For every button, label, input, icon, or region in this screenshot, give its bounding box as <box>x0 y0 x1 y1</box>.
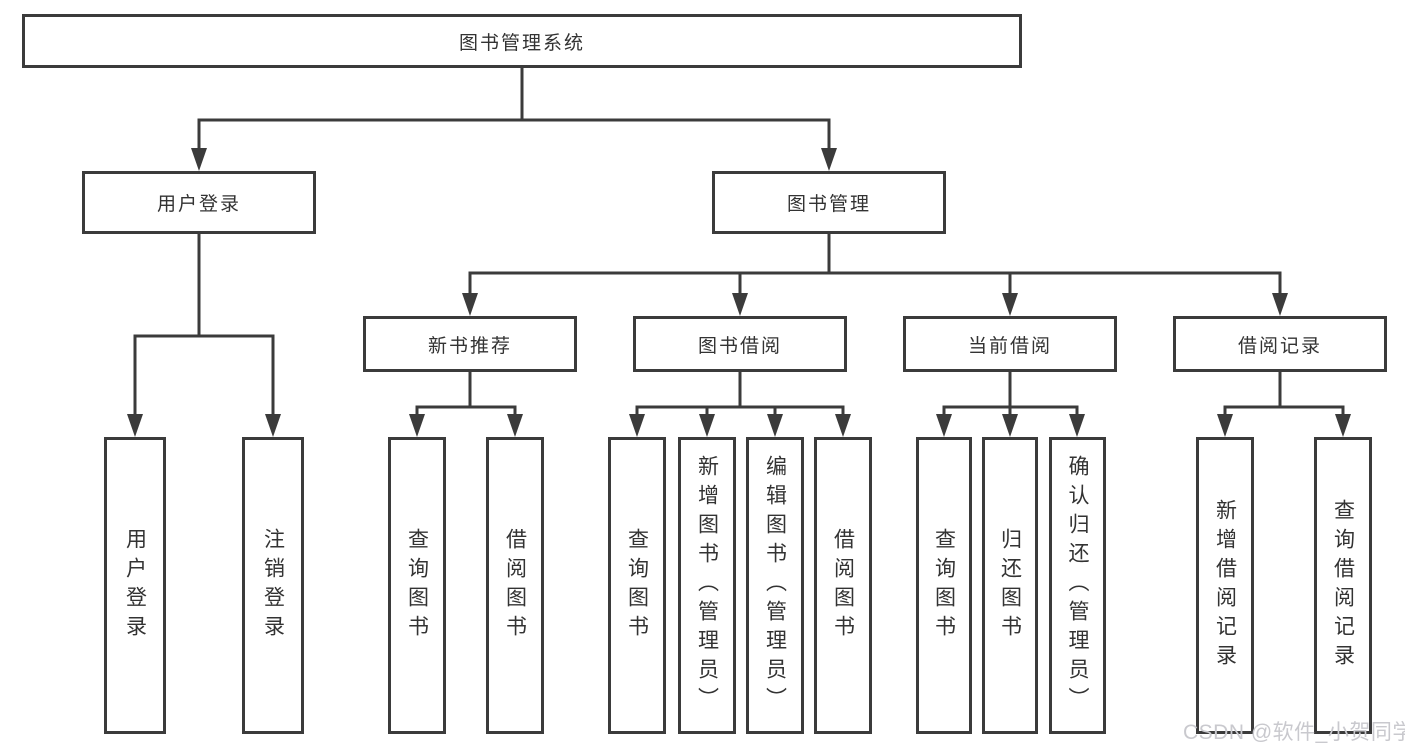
node-new-book-recommendation: 新书推荐 <box>363 316 577 372</box>
leaf-add-books-admin: 新增图书（管理员） <box>678 437 736 734</box>
csdn-watermark: CSDN @软件_小贺同学 <box>1183 721 1405 744</box>
node-current-borrowing: 当前借阅 <box>903 316 1117 372</box>
node-borrowing-records: 借阅记录 <box>1173 316 1387 372</box>
leaf-query-books-current: 查询图书 <box>916 437 972 734</box>
node-book-borrowing: 图书借阅 <box>633 316 847 372</box>
node-book-management: 图书管理 <box>712 171 946 234</box>
node-user-login: 用户登录 <box>82 171 316 234</box>
leaf-logout: 注销登录 <box>242 437 304 734</box>
node-root-book-management-system: 图书管理系统 <box>22 14 1022 68</box>
leaf-query-books-recommendation: 查询图书 <box>388 437 446 734</box>
leaf-query-books-borrowing: 查询图书 <box>608 437 666 734</box>
leaf-return-books: 归还图书 <box>982 437 1038 734</box>
leaf-add-borrow-record: 新增借阅记录 <box>1196 437 1254 734</box>
leaf-query-borrow-record: 查询借阅记录 <box>1314 437 1372 734</box>
leaf-user-login: 用户登录 <box>104 437 166 734</box>
leaf-borrow-books-recommendation: 借阅图书 <box>486 437 544 734</box>
leaf-edit-books-admin: 编辑图书（管理员） <box>746 437 804 734</box>
arrowhead-icons <box>127 148 1351 437</box>
leaf-borrow-books: 借阅图书 <box>814 437 872 734</box>
leaf-confirm-return-admin: 确认归还（管理员） <box>1049 437 1106 734</box>
